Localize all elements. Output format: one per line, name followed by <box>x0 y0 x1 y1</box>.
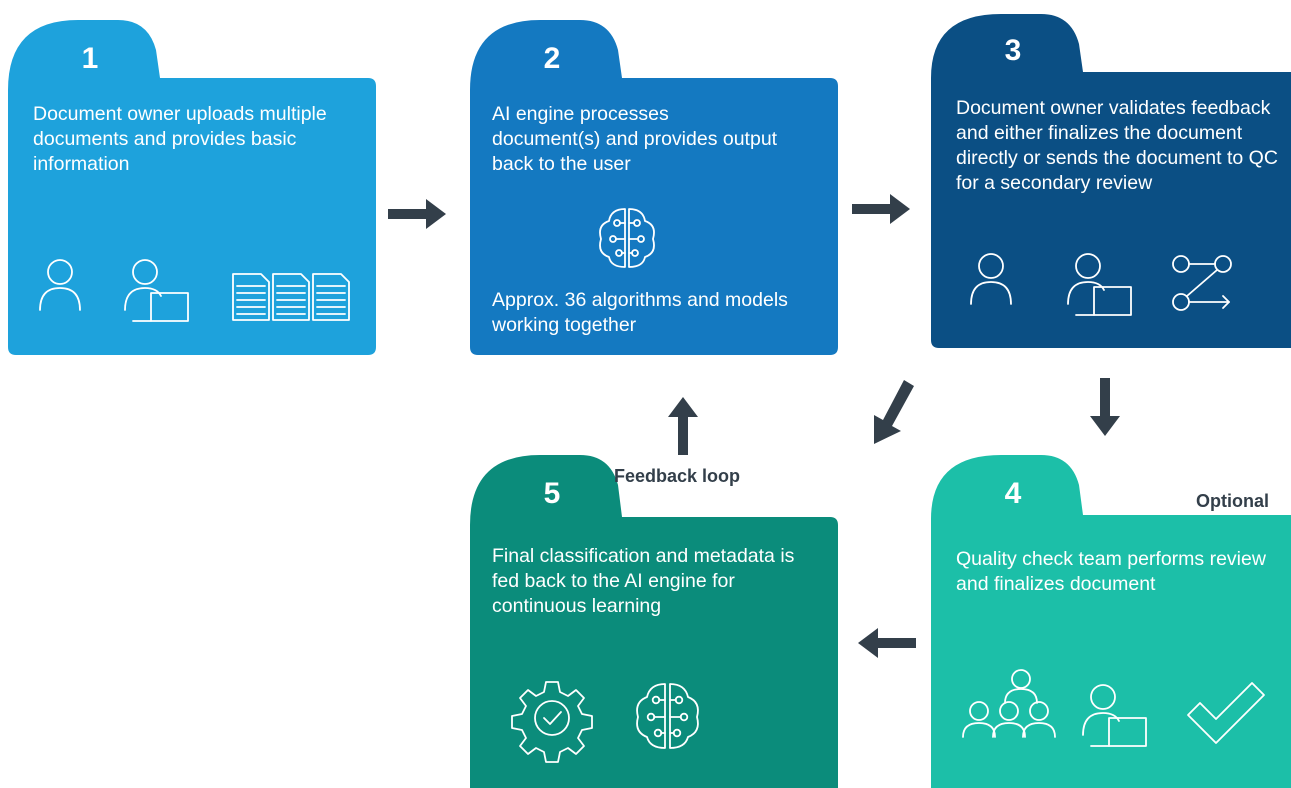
arrow-3-to-4 <box>1090 378 1120 436</box>
step-1-card: 1 Document owner uploads multiple docume… <box>8 20 376 355</box>
step-3-card: 3 Document owner validates feedback and … <box>931 14 1291 348</box>
step-4-card: 4 Quality check team performs review and… <box>931 455 1291 788</box>
arrow-3-to-5 <box>874 380 914 444</box>
arrow-2-to-3 <box>852 194 910 224</box>
step-3-text: Document owner validates feedback and ei… <box>956 97 1278 194</box>
step-1-text: Document owner uploads multiple document… <box>33 103 327 175</box>
user-laptop-icon <box>1067 253 1132 316</box>
step-2-number: 2 <box>543 42 561 75</box>
feedback-loop-label: Feedback loop <box>614 466 741 486</box>
step-2-note: Approx. 36 algorithms and models working… <box>492 289 788 336</box>
documents-icon <box>232 273 350 321</box>
workflow-icon <box>1172 255 1232 311</box>
user-icon <box>970 253 1012 305</box>
step-3-number: 3 <box>1004 34 1022 67</box>
ai-brain-icon <box>599 208 655 268</box>
checkmark-icon <box>1187 682 1265 744</box>
step-2-card: 2 AI engine processes document(s) and pr… <box>470 20 838 355</box>
step-5-text: Final classification and metadata is fed… <box>492 545 795 617</box>
gear-check-icon <box>511 681 593 763</box>
step-5-number: 5 <box>543 477 561 510</box>
arrow-1-to-2 <box>388 199 446 229</box>
ai-brain-icon <box>636 683 699 749</box>
step-4-number: 4 <box>1004 477 1022 510</box>
user-laptop-icon <box>124 259 189 322</box>
optional-tag: Optional <box>1196 491 1269 511</box>
step-1-shape <box>8 20 376 355</box>
step-2-text: AI engine processes document(s) and prov… <box>492 103 778 175</box>
user-laptop-icon <box>1082 684 1147 747</box>
user-icon <box>39 259 81 311</box>
step-2-shape <box>470 20 838 355</box>
step-4-text: Quality check team performs review and f… <box>956 548 1266 595</box>
arrow-5-to-2 <box>668 397 698 455</box>
arrow-4-to-5 <box>858 628 916 658</box>
team-icon <box>962 669 1056 738</box>
step-5-card: 5 Final classification and metadata is f… <box>470 455 838 788</box>
step-1-number: 1 <box>81 42 99 75</box>
